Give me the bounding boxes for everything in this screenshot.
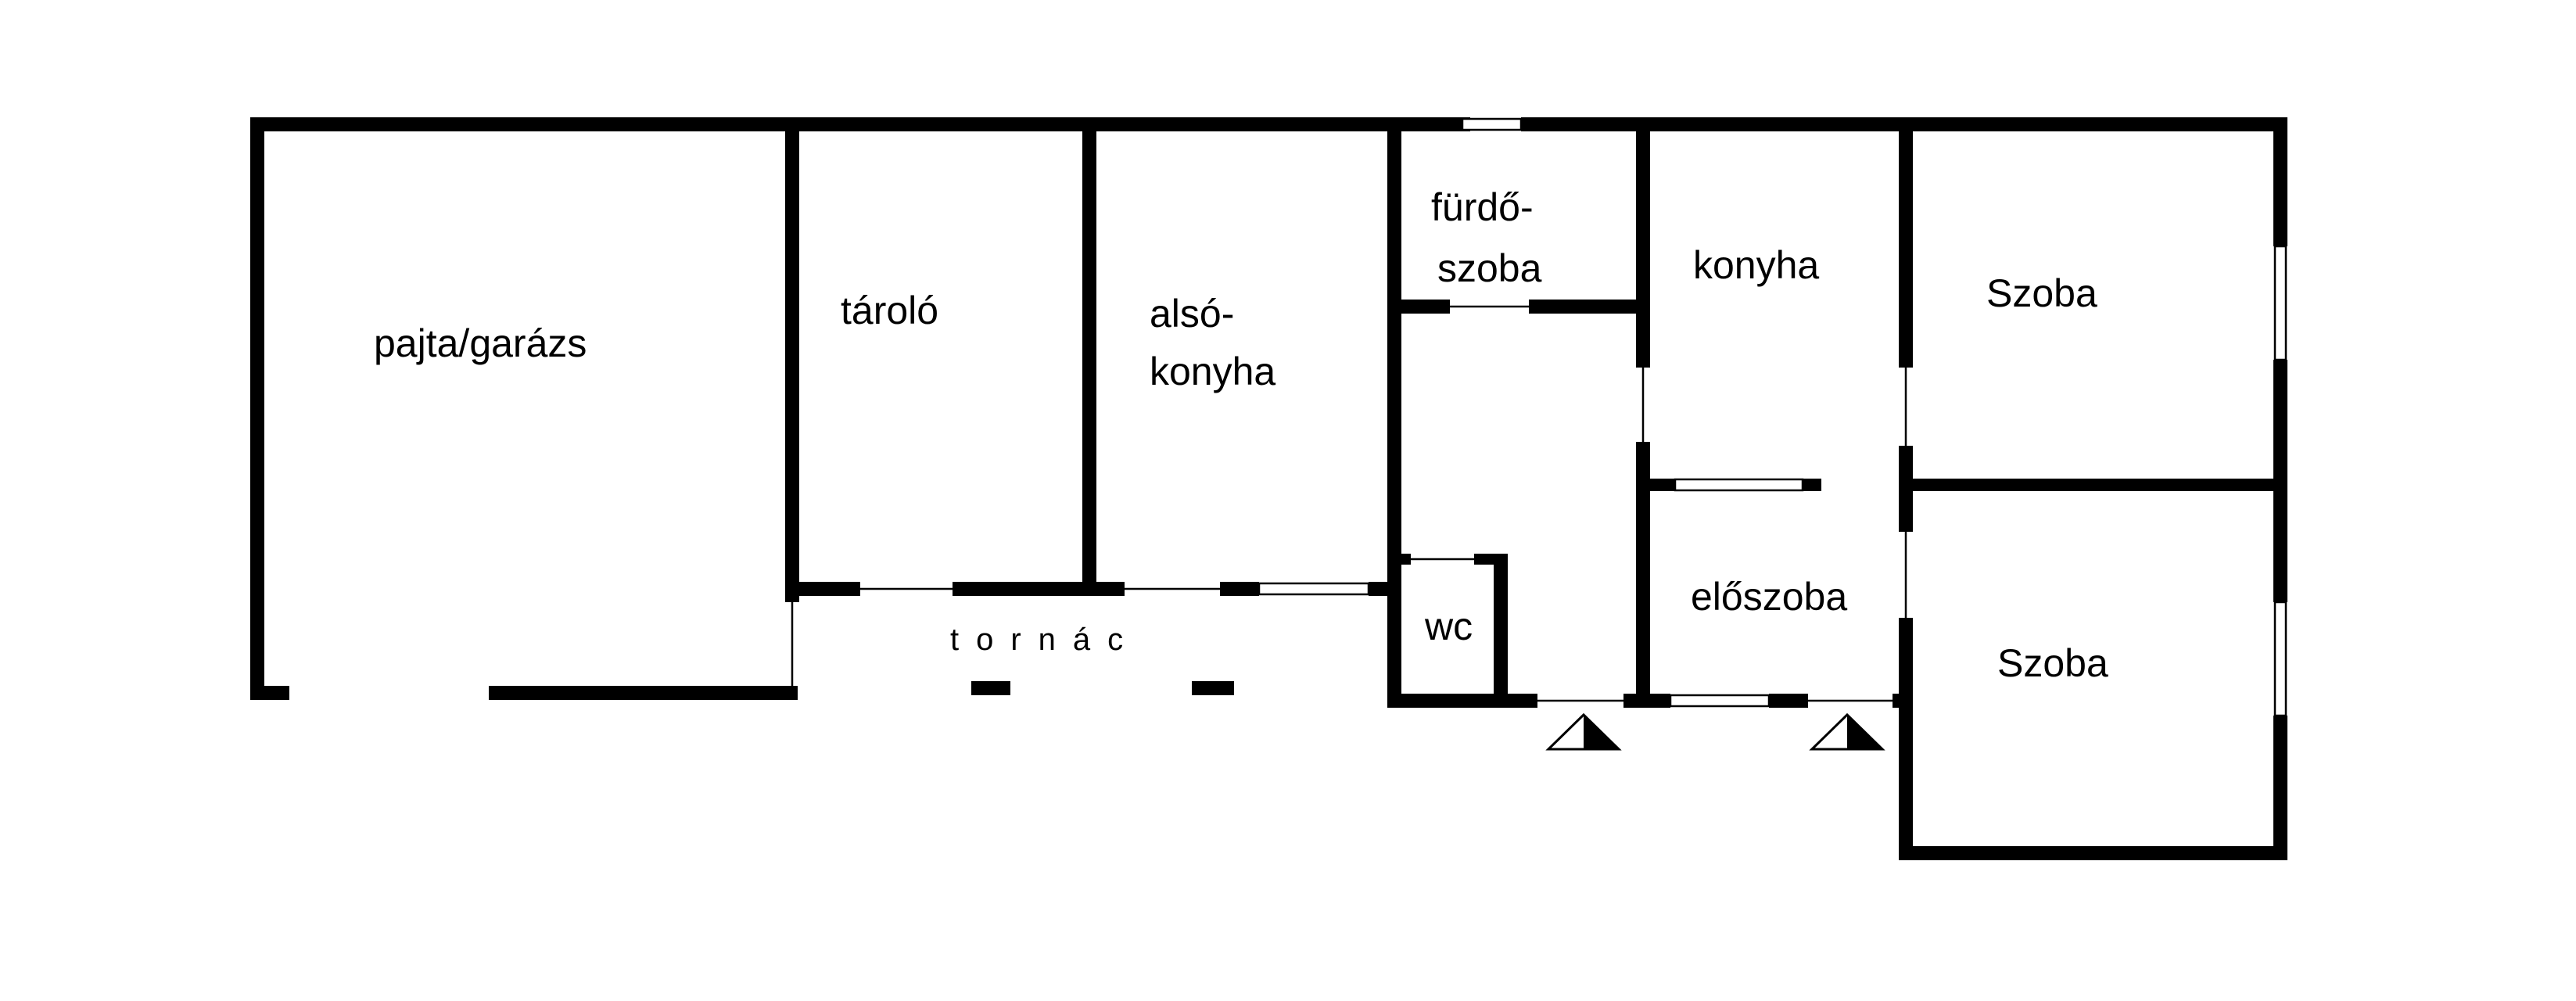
wall-porch-north-3 xyxy=(1220,582,1259,596)
label-summer-kitchen-1: alsó- xyxy=(1150,292,1234,335)
wall-porch-north-2 xyxy=(953,582,1125,596)
window-room-top xyxy=(2273,245,2287,361)
wall-wc-east xyxy=(1494,554,1508,706)
wall-wc-top-left xyxy=(1387,554,1411,565)
wall-rooms-west-top xyxy=(1899,117,1913,368)
wall-east-3 xyxy=(2273,716,2287,860)
label-kitchen: konyha xyxy=(1693,243,1819,287)
wall-south-room xyxy=(1899,846,2287,860)
entrance-icon xyxy=(1545,712,1622,751)
wall-kitchen-hall-left xyxy=(1636,479,1675,491)
label-porch: tornác xyxy=(950,622,1140,657)
window-room-bottom xyxy=(2273,601,2287,717)
wall-top-bath-right xyxy=(1521,117,1650,131)
outer-walls xyxy=(250,117,2287,860)
entrance-icon xyxy=(1809,712,1885,751)
window-bath xyxy=(1461,117,1523,131)
wall-central-west xyxy=(1387,117,1401,708)
openings xyxy=(791,117,2287,717)
label-room-top: Szoba xyxy=(1986,271,2097,315)
wall-top-bath-left xyxy=(1392,117,1470,131)
porch-post-right xyxy=(1192,681,1234,695)
wall-east-1 xyxy=(2273,117,2287,246)
wall-storage-kitchen xyxy=(1082,117,1096,590)
wall-kitchen-west-top xyxy=(1636,117,1650,368)
room-labels: pajta/garázs tároló alsó- konyha fürdő- … xyxy=(374,185,2108,685)
wall-kitchen-hall-right xyxy=(1803,479,1821,491)
wall-south-wc xyxy=(1387,694,1537,708)
wall-rooms-divider xyxy=(1899,479,2287,491)
wall-wc-top-right xyxy=(1474,554,1508,565)
wall-south-hall-mid xyxy=(1769,694,1808,708)
window-hall-south xyxy=(1669,694,1771,708)
wall-top-east xyxy=(1642,117,2287,131)
window-summer-kitchen xyxy=(1258,582,1370,596)
wall-bath-south-left xyxy=(1387,300,1450,314)
wall-barn-west xyxy=(250,117,264,700)
window-kitchen-hall xyxy=(1674,478,1804,492)
label-bathroom-1: fürdő- xyxy=(1431,185,1534,229)
wall-barn-storage xyxy=(785,117,799,602)
label-barn: pajta/garázs xyxy=(374,321,587,365)
wall-barn-bottom-left xyxy=(250,686,289,700)
label-hall: előszoba xyxy=(1691,575,1847,619)
wall-kitchen-west-bottom xyxy=(1636,442,1650,708)
label-storage: tároló xyxy=(841,289,938,332)
label-summer-kitchen-2: konyha xyxy=(1150,350,1275,393)
wall-rooms-west-bottom xyxy=(1899,618,1913,860)
wall-bath-south-right xyxy=(1529,300,1650,314)
label-wc: wc xyxy=(1424,605,1473,648)
wall-porch-north-1 xyxy=(785,582,860,596)
wall-south-hall-left xyxy=(1623,694,1670,708)
wall-barn-bottom-right xyxy=(489,686,798,700)
wall-top-west xyxy=(250,117,1400,131)
label-bathroom-2: szoba xyxy=(1437,246,1542,290)
wall-east-2 xyxy=(2273,360,2287,602)
label-room-bottom: Szoba xyxy=(1997,641,2108,685)
porch-post-left xyxy=(971,681,1010,695)
